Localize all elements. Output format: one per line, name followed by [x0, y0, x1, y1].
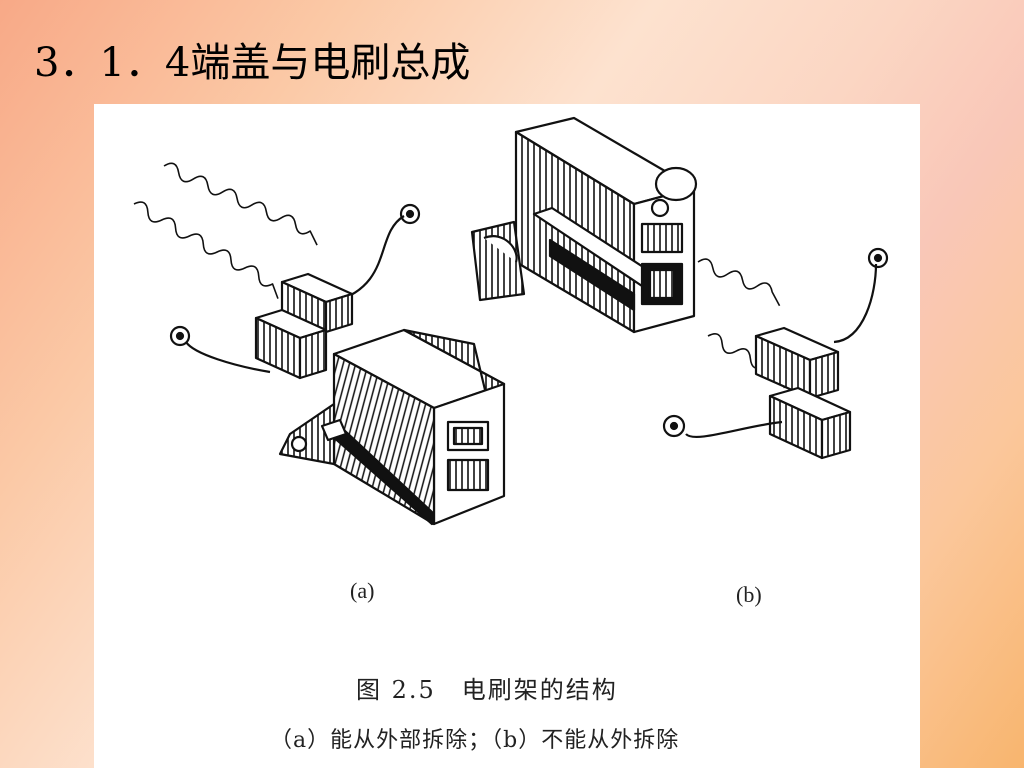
brush-holder-drawing [133, 116, 889, 526]
brush-lead-wire [833, 263, 878, 344]
brush-lead-wire [185, 341, 271, 374]
figure-b-label: (b) [736, 582, 762, 607]
spring-coil [163, 162, 318, 246]
figure-b-drawing [470, 116, 889, 460]
spring-coil [697, 258, 781, 307]
brush-lead-wire [685, 420, 783, 439]
figure-a-drawing [133, 162, 506, 526]
figure-panel: (a) (b) 图 2.5 电刷架的结构 （a）能从外部拆除；（b）不能从外拆除 [94, 104, 920, 768]
terminal-ring [169, 325, 191, 347]
slide-title: 3．1．4端盖与电刷总成 [34, 40, 471, 86]
brush-lead-wire [333, 215, 405, 304]
figure-subcaption: （a）能从外部拆除；（b）不能从外拆除 [270, 728, 680, 753]
spring-coil [133, 201, 279, 299]
figure-caption: 图 2.5 电刷架的结构 [356, 676, 618, 704]
terminal-ring [399, 203, 421, 225]
terminal-ring [662, 414, 686, 438]
figure-a-label: (a) [350, 578, 375, 603]
terminal-ring [867, 247, 889, 269]
